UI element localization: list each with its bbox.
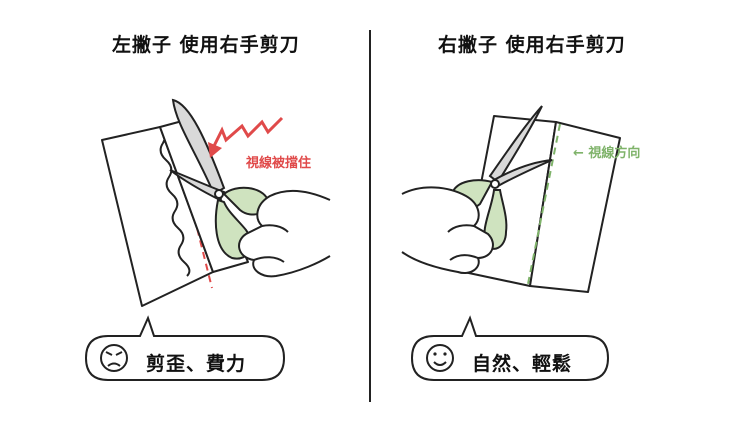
left-wavy-cut-edge bbox=[159, 126, 191, 277]
warning-label: 視線被擋住 bbox=[246, 156, 312, 171]
right-hand bbox=[401, 186, 494, 274]
smiling-face-icon bbox=[426, 344, 454, 372]
left-scissor-pivot bbox=[214, 189, 224, 199]
warning-zigzag-arrow bbox=[210, 116, 284, 151]
left-hand bbox=[238, 189, 331, 278]
left-hand-finger-lines bbox=[253, 224, 289, 263]
angry-face-icon bbox=[100, 344, 128, 372]
right-dashed-guide-line bbox=[527, 123, 561, 285]
right-illustration bbox=[401, 105, 621, 293]
right-scissor-handle-lower bbox=[483, 189, 508, 250]
left-panel-title: 左撇子 使用右手剪刀 bbox=[112, 34, 300, 56]
panel-divider bbox=[369, 30, 371, 402]
right-hand-finger-lines bbox=[447, 224, 479, 261]
right-panel-title: 右撇子 使用右手剪刀 bbox=[438, 34, 626, 56]
right-scissor-pivot bbox=[490, 179, 500, 189]
direction-label: ← 視線方向 bbox=[573, 146, 641, 161]
right-result-text: 自然、輕鬆 bbox=[472, 353, 573, 375]
right-speech-bubble bbox=[410, 315, 610, 381]
warning-arrow-head bbox=[208, 142, 222, 158]
left-result-text: 剪歪、費力 bbox=[146, 353, 247, 375]
left-speech-bubble bbox=[84, 315, 286, 381]
left-illustration bbox=[101, 98, 331, 307]
